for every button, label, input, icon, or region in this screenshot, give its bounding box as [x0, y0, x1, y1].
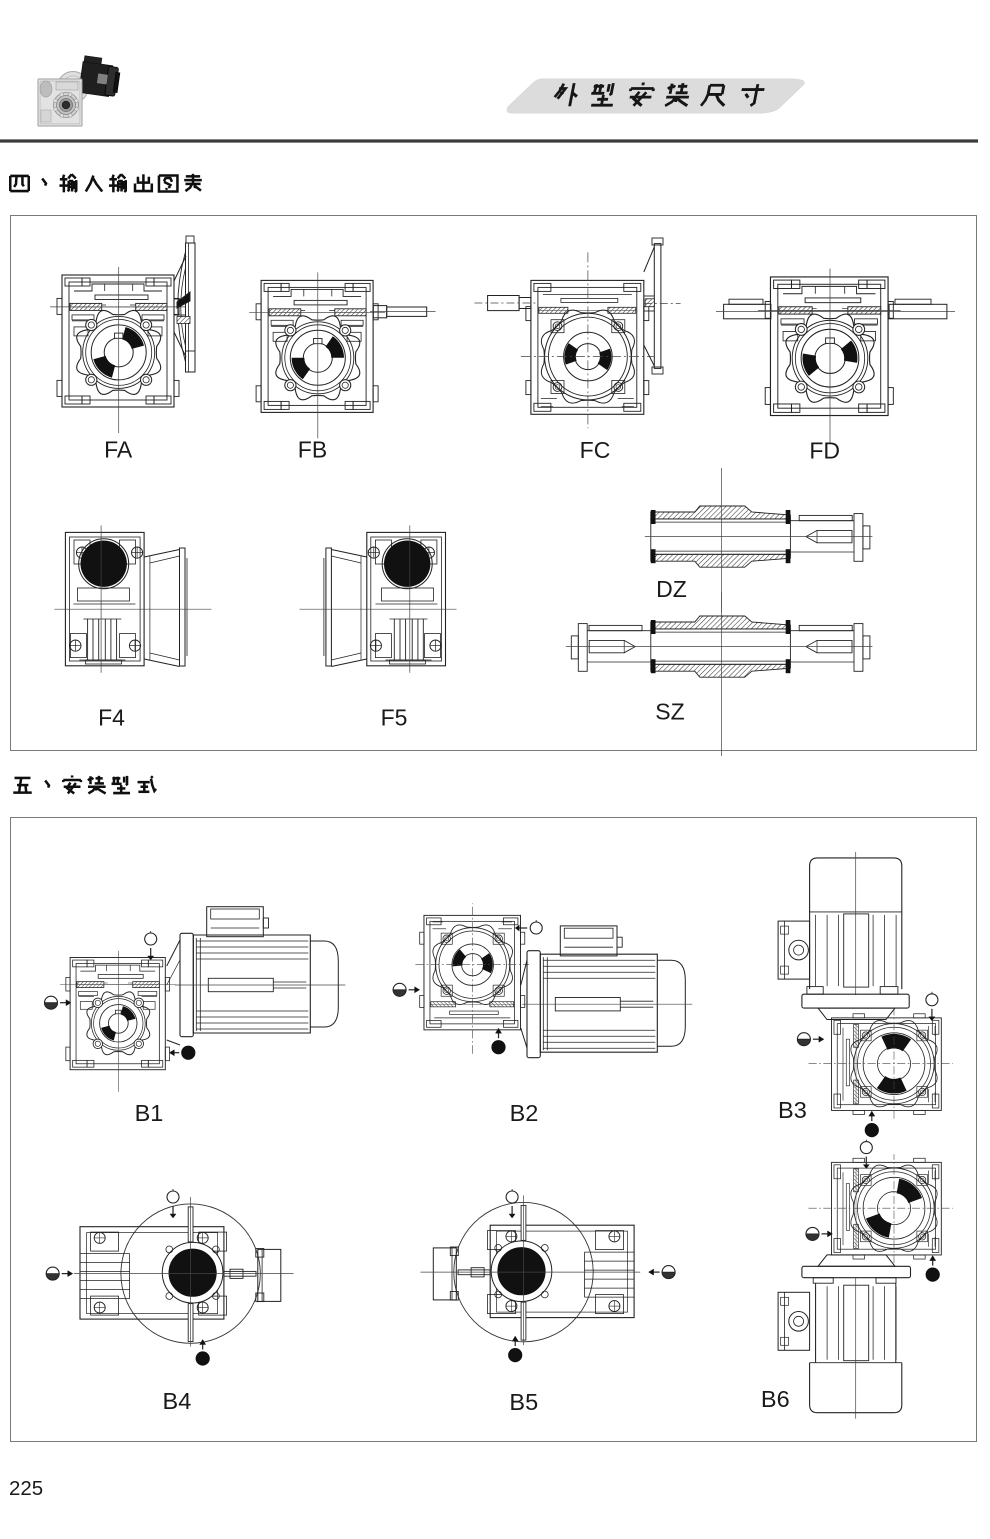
svg-text:B5: B5 — [509, 1389, 538, 1415]
svg-text:DZ: DZ — [656, 576, 687, 602]
svg-text:FC: FC — [580, 437, 611, 463]
svg-text:FA: FA — [104, 437, 133, 463]
svg-text:B6: B6 — [761, 1386, 790, 1412]
svg-text:B2: B2 — [510, 1100, 539, 1126]
svg-text:B4: B4 — [163, 1388, 192, 1414]
svg-text:SZ: SZ — [655, 699, 684, 725]
svg-text:225: 225 — [9, 1477, 43, 1500]
svg-text:B3: B3 — [778, 1097, 807, 1123]
svg-text:FB: FB — [298, 437, 327, 463]
svg-text:FD: FD — [809, 438, 840, 464]
svg-text:F4: F4 — [98, 705, 125, 731]
svg-text:F5: F5 — [381, 705, 408, 731]
svg-text:B1: B1 — [135, 1100, 164, 1126]
